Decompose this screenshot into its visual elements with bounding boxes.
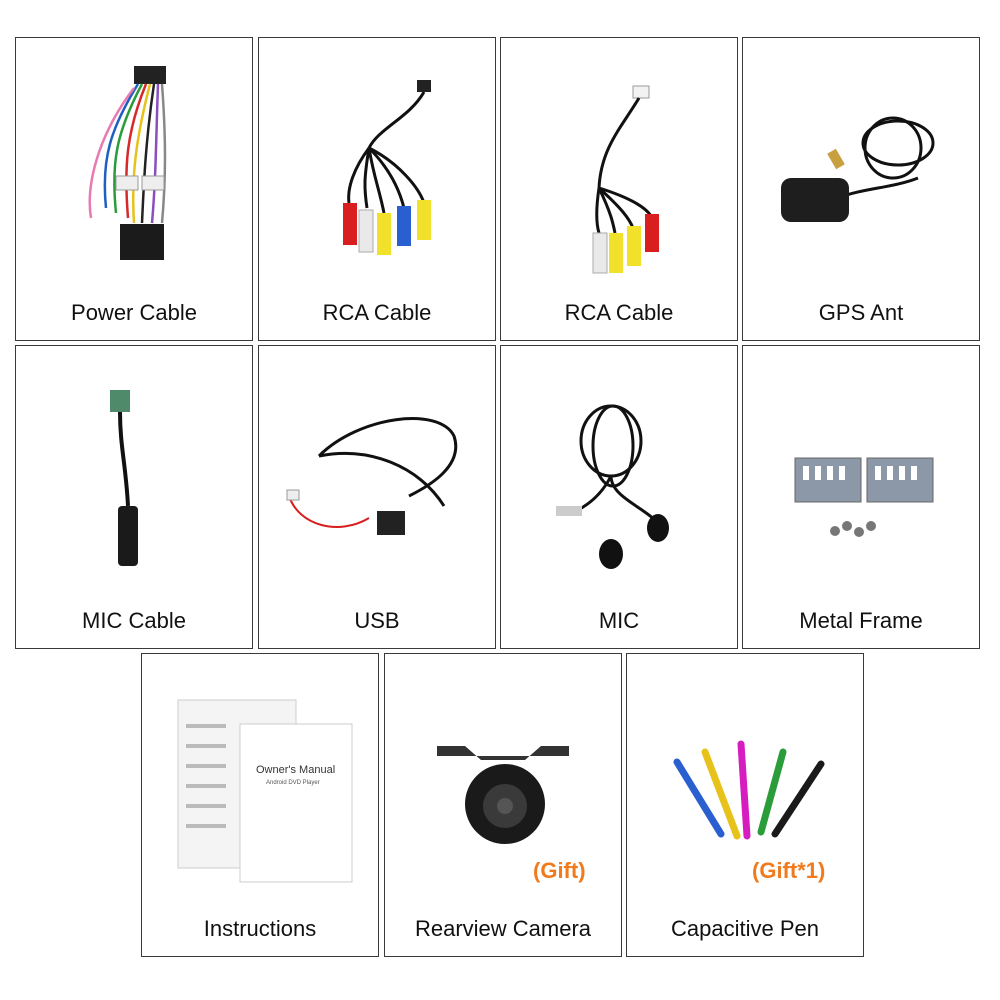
- item-card-mic: MIC: [500, 345, 738, 649]
- microphone-icon: [556, 404, 669, 569]
- manual-icon: [177, 699, 353, 883]
- gps-antenna-icon: [781, 116, 935, 222]
- item-card-gps-ant: GPS Ant: [742, 37, 980, 341]
- item-label: Power Cable: [71, 300, 197, 325]
- item-label: Rearview Camera: [414, 916, 592, 941]
- item-label: MIC Cable: [82, 608, 186, 633]
- item-label: MIC: [598, 608, 640, 633]
- item-card-mic-cable: MIC Cable: [15, 345, 253, 649]
- stylus-pen-icon: [673, 740, 825, 840]
- rca-cable-icon: [343, 80, 431, 255]
- metal-frame-icon: [794, 457, 934, 537]
- rca-cable-icon: [592, 85, 659, 274]
- item-label: Capacitive Pen: [671, 916, 819, 941]
- usb-cable-icon: [286, 417, 458, 535]
- mic-cable-icon: [110, 390, 138, 566]
- item-label: Instructions: [203, 916, 317, 941]
- item-card-rearview-camera: (Gift) Rearview Camera: [384, 653, 622, 957]
- item-label: GPS Ant: [818, 300, 904, 325]
- item-card-power-cable: Power Cable: [15, 37, 253, 341]
- manual-subtitle: Android DVD Player: [266, 780, 320, 786]
- item-label: RCA Cable: [322, 300, 432, 325]
- item-label: USB: [354, 608, 400, 633]
- item-card-capacitive-pen: (Gift*1) Capacitive Pen: [626, 653, 864, 957]
- item-label: Metal Frame: [799, 608, 923, 633]
- gift-badge: (Gift): [533, 858, 586, 883]
- item-label: RCA Cable: [564, 300, 674, 325]
- item-card-rca-cable-2: RCA Cable: [500, 37, 738, 341]
- item-card-metal-frame: Metal Frame: [742, 345, 980, 649]
- gift-badge: (Gift*1): [752, 858, 826, 883]
- camera-icon: [437, 746, 569, 844]
- power-cable-icon: [88, 66, 167, 260]
- item-card-usb: USB: [258, 345, 496, 649]
- item-card-rca-cable: RCA Cable: [258, 37, 496, 341]
- item-card-instructions: Owner's Manual Android DVD Player Instru…: [141, 653, 379, 957]
- manual-title: Owner's Manual: [256, 764, 336, 776]
